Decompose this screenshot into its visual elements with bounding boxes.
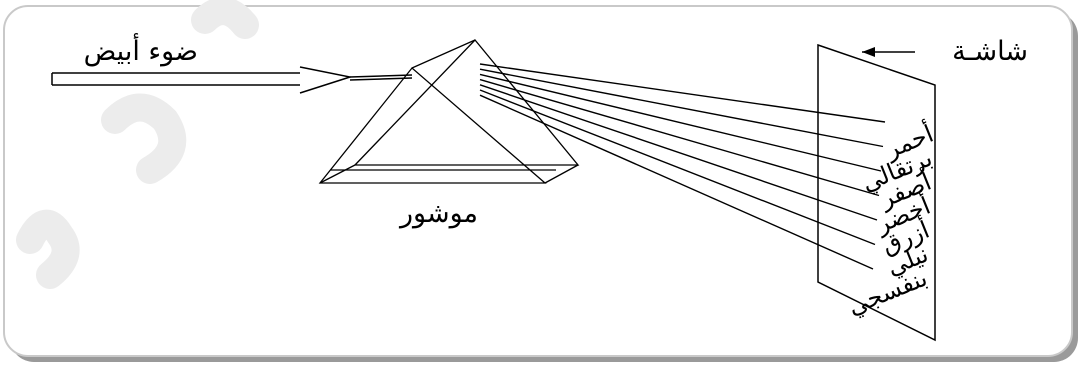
white-light-label: ضوء أبيض (84, 32, 198, 67)
screen-label: شاشـة (952, 36, 1028, 67)
prism-label: موشور (398, 198, 478, 229)
